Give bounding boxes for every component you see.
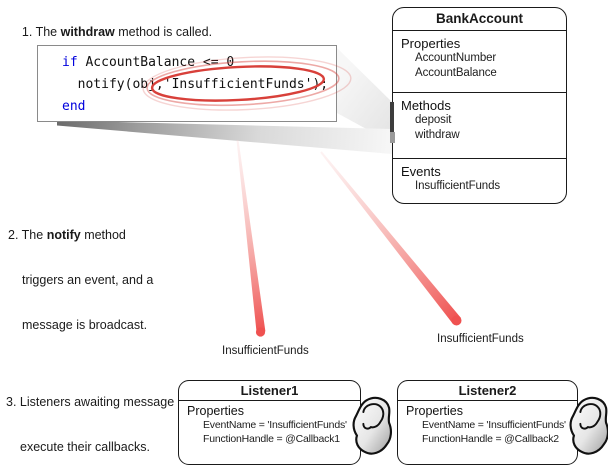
bankaccount-events-section: Events InsufficientFunds bbox=[393, 158, 566, 203]
code-snippet-box: if AccountBalance <= 0 notify(obj,'Insuf… bbox=[37, 45, 337, 122]
properties-heading: Properties bbox=[401, 36, 461, 51]
ear-icon bbox=[352, 396, 393, 455]
listener2-eventname: EventName = 'InsufficientFunds' bbox=[422, 419, 566, 431]
beam-landing-segment-gray bbox=[390, 132, 395, 143]
method-item: withdraw bbox=[415, 128, 460, 141]
code-line-3: end bbox=[62, 96, 336, 118]
listener1-eventname: EventName = 'InsufficientFunds' bbox=[203, 419, 347, 431]
listener1-title: Listener1 bbox=[179, 381, 360, 401]
methods-heading: Methods bbox=[401, 98, 451, 113]
broadcast-event-label-right: InsufficientFunds bbox=[437, 333, 524, 345]
step-3-number: 3. bbox=[6, 395, 20, 409]
method-item: deposit bbox=[415, 114, 452, 126]
bankaccount-title: BankAccount bbox=[393, 8, 566, 31]
bankaccount-class-box: BankAccount Properties AccountNumber Acc… bbox=[392, 7, 567, 204]
step-2-number: 2. bbox=[8, 228, 22, 242]
broadcast-beam-left-tip bbox=[255, 327, 266, 337]
notify-keyword: notify bbox=[46, 228, 81, 242]
if-keyword: if bbox=[62, 55, 78, 70]
listener2-functionhandle: FunctionHandle = @Callback2 bbox=[422, 433, 559, 445]
listener1-properties-heading: Properties bbox=[187, 404, 244, 418]
property-item: AccountNumber bbox=[415, 52, 497, 64]
listener2-box: Listener2 Properties EventName = 'Insuff… bbox=[397, 380, 578, 465]
listener2-properties-heading: Properties bbox=[406, 404, 463, 418]
bankaccount-methods-section: Methods deposit withdraw bbox=[393, 92, 566, 158]
step-3-annotation: 3. Listeners awaiting message execute th… bbox=[6, 395, 175, 454]
end-keyword: end bbox=[62, 99, 86, 114]
listener1-functionhandle: FunctionHandle = @Callback1 bbox=[203, 433, 340, 445]
code-box-shadow-wedge bbox=[57, 120, 392, 154]
property-item: AccountBalance bbox=[415, 66, 497, 79]
zoom-projection-beam bbox=[337, 48, 392, 143]
beam-landing-segment-dark bbox=[390, 102, 394, 132]
event-item: InsufficientFunds bbox=[415, 180, 501, 192]
ear-icon bbox=[569, 396, 608, 455]
bankaccount-properties-section: Properties AccountNumber AccountBalance bbox=[393, 31, 566, 92]
code-line-1: if AccountBalance <= 0 bbox=[62, 55, 235, 70]
events-heading: Events bbox=[401, 164, 441, 179]
broadcast-beam-left bbox=[236, 139, 266, 333]
withdraw-keyword: withdraw bbox=[60, 25, 115, 39]
circled-event-name: 'InsufficientFunds' bbox=[163, 77, 313, 92]
listener1-box: Listener1 Properties EventName = 'Insuff… bbox=[178, 380, 361, 465]
code-line-2: notify(obj,'InsufficientFunds'); bbox=[62, 77, 329, 92]
step-1-number: 1. bbox=[21, 25, 36, 39]
broadcast-event-label-left: InsufficientFunds bbox=[222, 345, 309, 357]
listener2-title: Listener2 bbox=[398, 381, 577, 401]
step-2-annotation: 2. The notify method triggers an event, … bbox=[8, 228, 154, 332]
broadcast-beam-right-tip bbox=[451, 315, 462, 326]
step-1-annotation: 1. The withdraw method is called. bbox=[21, 25, 213, 39]
